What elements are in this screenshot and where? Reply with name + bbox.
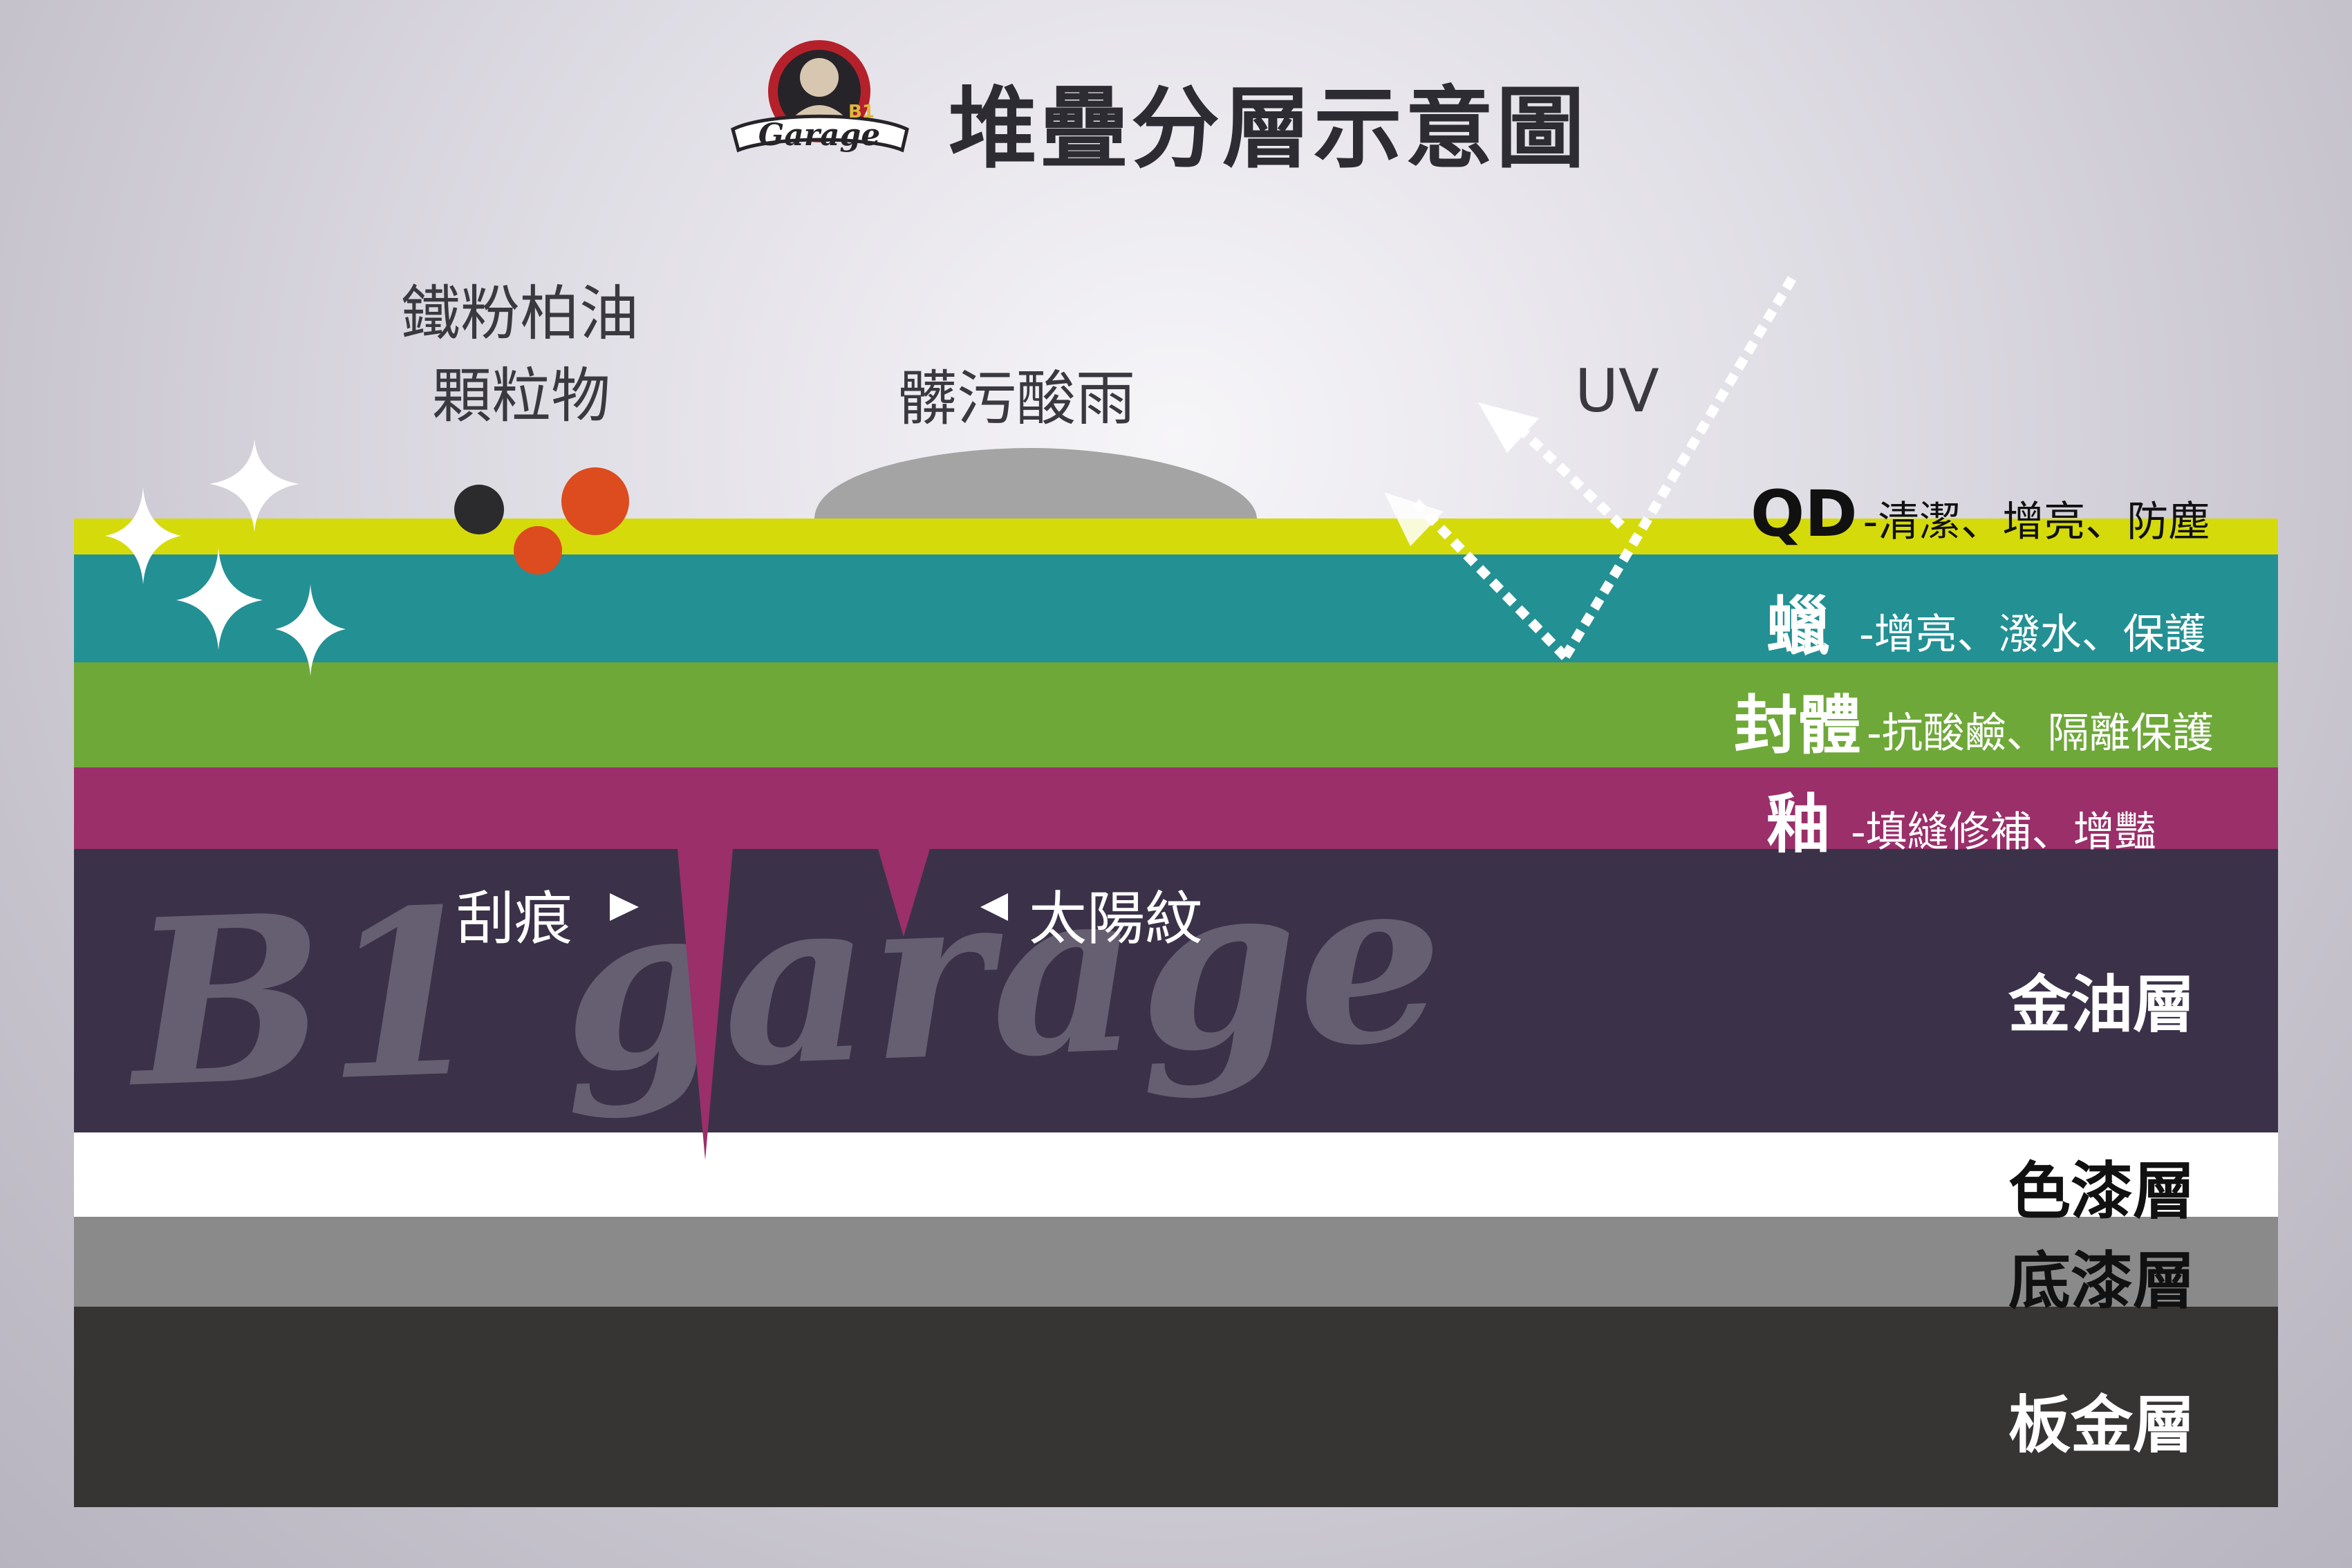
particles-label-line2: 顆粒物 [432,362,610,431]
layer-label-qd: QD-清潔、增亮、防塵 [1751,477,2210,551]
layer-desc-wax: -增亮、潑水、保護 [1859,610,2206,659]
particles-label-line1: 鐵粉柏油 [401,279,639,348]
layer-desc-glaze: -填縫修補、增豔 [1851,808,2156,857]
layer-qd [74,519,2278,554]
layer-label-wax: 蠟 -增亮、潑水、保護 [1766,575,2206,667]
layer-name-sealant: 封體 [1734,689,1862,763]
layer-name-glaze: 釉 [1766,787,1831,861]
layer-glaze [74,767,2278,849]
uv-label: UV [1575,357,1659,426]
svg-text:B1: B1 [848,102,875,122]
layer-name-wax: 蠟 [1766,590,1831,664]
layer-label-primer: 底漆層 [2008,1245,2195,1318]
scratch-label: 刮痕 [456,885,573,953]
layer-color-coat [74,1132,2278,1217]
dirt-label: 髒污酸雨 [897,364,1135,433]
layer-label-sealant: 封體-抗酸鹼、隔離保護 [1734,674,2214,766]
page-title: 堆疊分層示意圖 [949,77,1588,180]
layer-desc-sealant: -抗酸鹼、隔離保護 [1867,709,2214,758]
layer-sealant [74,662,2278,767]
layer-desc-qd: -清潔、增亮、防塵 [1863,498,2210,546]
garage-logo: Garage B1 [731,40,909,153]
uv-arrowhead-upper [1478,402,1539,453]
svg-text:Garage: Garage [758,118,881,153]
layer-label-metal: 板金層 [2008,1389,2195,1462]
layer-metal [74,1307,2278,1507]
layer-label-clear-coat: 金油層 [2008,969,2195,1041]
layer-wax [74,554,2278,662]
layer-name-qd: QD [1751,477,1858,551]
layer-clear-coat [74,849,2278,1132]
layer-label-color-coat: 色漆層 [2008,1155,2195,1228]
dirt-blob [814,448,1257,519]
layer-label-glaze: 釉 -填縫修補、增豔 [1766,773,2156,865]
layer-primer [74,1217,2278,1307]
swirl-label: 太陽紋 [1029,885,1204,953]
